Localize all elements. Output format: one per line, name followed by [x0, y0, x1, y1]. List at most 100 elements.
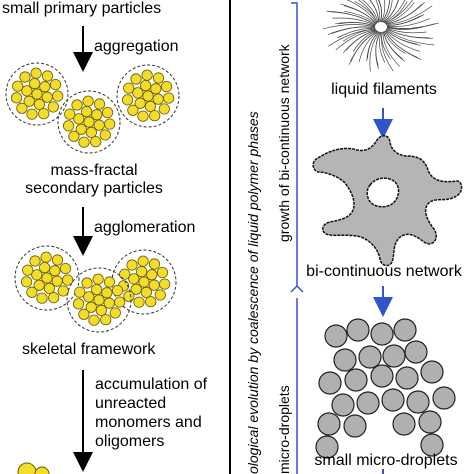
primary-particle: [41, 70, 54, 82]
primary-particle: [49, 265, 61, 277]
micro-droplet: [333, 348, 357, 372]
primary-particle: [81, 277, 93, 289]
primary-particle: [64, 108, 76, 120]
primary-particle: [21, 85, 33, 97]
filament-strand: [384, 30, 406, 54]
primary-particle: [154, 289, 166, 301]
mass-fractal-secondary-particles: [5, 62, 180, 154]
mass-fractal-label: mass-fractal: [50, 162, 137, 179]
skeletal-framework-particles: [14, 245, 177, 333]
filament-strand: [385, 29, 421, 46]
primary-particle: [85, 126, 97, 138]
micro-droplet: [392, 412, 416, 436]
liquid-filaments-sketch: [322, 0, 439, 72]
micro-droplet: [324, 324, 348, 348]
primary-particle: [146, 269, 158, 281]
micro-droplet: [395, 366, 419, 390]
filament-strand: [385, 1, 425, 25]
agglomeration-label: agglomeration: [94, 219, 195, 236]
filament-strand: [375, 0, 381, 23]
primary-particle: [26, 108, 38, 120]
filament-strand: [375, 31, 382, 70]
filament-strand: [386, 5, 433, 26]
primary-particle: [93, 294, 105, 306]
primary-particle: [20, 276, 33, 288]
primary-particle: [68, 130, 80, 142]
primary-particle: [73, 113, 85, 125]
primary-particle: [99, 129, 111, 141]
primary-particle: [130, 73, 142, 85]
primary-particle: [85, 301, 97, 313]
primary-particle: [93, 98, 106, 110]
cluster-boundary: [57, 90, 121, 154]
partial-particle: [34, 466, 50, 474]
primary-particle: [91, 109, 103, 121]
micro-droplet: [318, 371, 342, 395]
micro-droplet: [393, 318, 417, 342]
primary-particle: [137, 110, 149, 122]
primary-particle: [71, 99, 83, 111]
primary-particle: [160, 80, 173, 93]
primary-particle: [29, 255, 41, 267]
micro-droplet: [432, 386, 456, 410]
primary-particle: [126, 259, 138, 271]
primary-particle: [163, 92, 175, 104]
micro-droplet: [418, 410, 442, 434]
micro-droplet: [420, 360, 444, 384]
micro-droplet: [344, 368, 368, 392]
primary-particle: [74, 286, 86, 298]
primary-particle: [92, 273, 104, 285]
primary-particle: [48, 292, 60, 304]
primary-particle: [39, 81, 51, 93]
filament-strand: [352, 30, 378, 52]
micro-droplet: [346, 318, 370, 342]
primary-particle: [95, 304, 107, 316]
primary-particle: [83, 291, 95, 303]
partial-particle: [17, 462, 37, 474]
primary-particle: [12, 80, 24, 92]
primary-particle: [23, 95, 35, 107]
liquid-filaments-label: liquid filaments: [331, 81, 437, 98]
filament-strand: [366, 31, 380, 62]
primary-particle: [159, 278, 171, 290]
primary-particle: [141, 69, 153, 81]
primary-particle: [33, 98, 45, 110]
primary-particle: [47, 101, 59, 113]
aggregation-label: aggregation: [94, 38, 179, 55]
primary-particle: [140, 80, 152, 92]
primary-particle: [30, 67, 42, 79]
primary-particle: [62, 274, 74, 286]
filament-strand: [369, 31, 381, 72]
primary-particle: [40, 251, 52, 263]
micro-droplet: [343, 414, 367, 438]
filament-strand: [380, 0, 386, 23]
filament-strand: [386, 14, 425, 26]
filament-strand: [362, 0, 379, 23]
primary-particle: [121, 94, 134, 106]
primary-particle: [103, 276, 116, 288]
filament-strand: [385, 29, 421, 52]
evolution-vertical-label: ological evolution by coalescence of liq…: [245, 111, 261, 474]
filament-strand: [383, 0, 406, 24]
filament-strand: [386, 27, 427, 34]
growth-vertical-label: growth of bi-continuous network: [276, 43, 292, 242]
primary-particle: [43, 282, 55, 294]
primary-particle: [123, 290, 135, 302]
primary-particle: [145, 296, 157, 308]
primary-particle: [119, 268, 131, 280]
primary-particle: [31, 269, 43, 281]
filament-strand: [378, 0, 382, 23]
filament-strand: [340, 3, 377, 25]
filament-strand: [382, 31, 400, 67]
primary-particle: [104, 118, 116, 130]
primary-particle: [81, 106, 93, 118]
filament-strand: [383, 31, 405, 62]
filament-strand: [342, 28, 376, 42]
filament-strand: [335, 22, 376, 27]
filament-strand: [385, 2, 415, 24]
filament-strand: [322, 24, 376, 30]
primary-particle: [136, 266, 148, 278]
primary-particle: [109, 307, 121, 319]
primary-particle: [75, 123, 87, 135]
